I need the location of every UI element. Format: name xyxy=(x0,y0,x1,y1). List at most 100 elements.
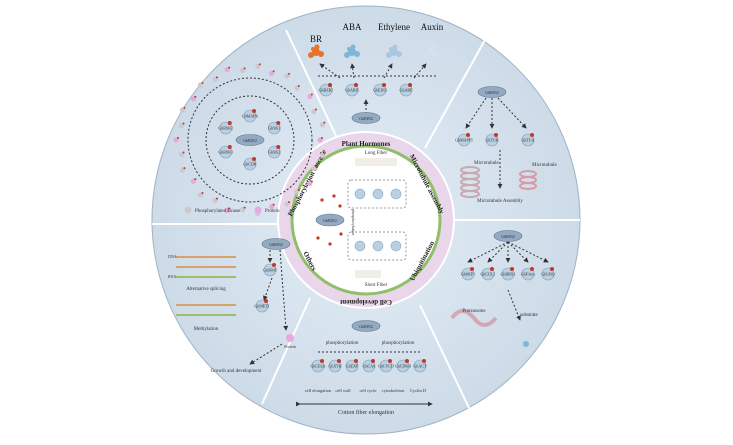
hormone-target-2-label: GhEIN3 xyxy=(373,88,387,93)
others-sector: GhBIN2 DNA RNA Alternative splicing Meth… xyxy=(168,238,296,374)
phospho-kinase-4: GhBSK1 xyxy=(218,145,233,159)
phospho-ring-site xyxy=(272,203,275,206)
sector-dividers xyxy=(152,29,580,411)
ubq-target-3-label: GhF-box xyxy=(521,272,535,277)
phospho-kinase-3-label: GhCDK xyxy=(243,162,256,167)
arc-label-top: Plant Hormones xyxy=(342,140,391,148)
phospho-kinase-2-label: GhSK2 xyxy=(268,150,280,155)
hormone-target-2: GhEIN3 xyxy=(373,83,387,97)
micro-target-0-label: GhMAP65 xyxy=(455,138,473,143)
ubq-target-2-label: GhRBX1 xyxy=(500,272,515,277)
phospho-ring-site xyxy=(310,180,313,183)
celldev-bin2-node xyxy=(351,320,381,332)
ubiquitination-bin2-node xyxy=(493,230,523,242)
legend-kinase-swatch xyxy=(184,206,192,214)
phospho-kinase-1-label: GhSK1 xyxy=(268,126,280,131)
phospho-ring-site xyxy=(288,201,290,204)
arc-label-bottom: Cell development xyxy=(339,298,392,306)
celldev-target-2: GhEXP xyxy=(345,359,359,373)
proteasome-label: Proteasome xyxy=(462,309,486,314)
phospho-ring-site xyxy=(323,121,326,124)
long-fiber-label: Long Fiber xyxy=(365,151,388,156)
hormone-target-0-label: GhBZR1 xyxy=(319,88,334,93)
others-target-1: GhMET1 xyxy=(254,299,270,313)
celldev-target-3: GhCAS xyxy=(363,359,375,373)
phospho-protein-label: GhBIN2 xyxy=(243,138,257,143)
phospho-ring-site xyxy=(183,167,186,170)
ubq-target-1-label: GhCUL1 xyxy=(481,272,496,277)
growth-label: Growth and development xyxy=(211,369,262,374)
phospho-ring-site xyxy=(314,165,317,168)
hormone-label-auxin: Auxin xyxy=(421,22,444,32)
phospho-ring-site xyxy=(321,137,323,139)
microtubule-assembly-label: Microtubule Assembly xyxy=(477,199,523,204)
phospho-ring-site xyxy=(201,82,204,85)
substrate-label: substrate xyxy=(520,313,539,318)
celldev-phospho-left: phosphorylation xyxy=(326,341,359,346)
hormone-target-3-label: GhARF xyxy=(400,88,413,93)
others-target-0: GhSR45 xyxy=(263,263,277,277)
phospho-ring-site xyxy=(323,152,326,155)
hormone-blob-aba xyxy=(344,44,360,58)
hormone-label-br: BR xyxy=(310,34,322,44)
micro-target-1: GhTUB xyxy=(486,133,499,147)
microtubule-bin2-node xyxy=(477,86,507,98)
others-target-0-label: GhSR45 xyxy=(263,268,277,273)
phospho-ring-site xyxy=(310,93,313,96)
hormone-blob-auxin xyxy=(424,44,440,58)
others-target-1-label: GhMET1 xyxy=(254,304,269,309)
celldev-process-2: cell cycle xyxy=(359,388,376,393)
phospho-ring-site xyxy=(314,108,317,111)
microtubule-label-left: Microtubule xyxy=(474,161,499,166)
phospho-ring-site xyxy=(183,106,186,109)
others-protein-node xyxy=(286,334,294,342)
long-fiber-bar xyxy=(355,158,397,166)
micro-target-1-label: GhTUB xyxy=(486,138,499,143)
phospho-bin2-node xyxy=(235,134,265,146)
celldev-target-2-label: GhEXP xyxy=(346,364,359,369)
phospho-kinase-1: GhSK1 xyxy=(267,121,281,135)
legend-kinase-label: Phosphorylated kinase xyxy=(195,209,241,214)
phospho-ring-site xyxy=(194,95,197,98)
ubiquitination-protein-label: GhBIN2 xyxy=(501,234,515,239)
phospho-ring-site xyxy=(182,151,185,154)
phospho-ring-site xyxy=(288,72,290,75)
ubq-target-1: GhCUL1 xyxy=(481,267,496,281)
hormone-blob-br xyxy=(308,44,324,58)
phospho-ring-site xyxy=(177,137,179,139)
phospho-ring-site xyxy=(216,197,218,200)
microtubule-protein-label: GhBIN2 xyxy=(485,90,499,95)
hormone-label-ethylene: Ethylene xyxy=(378,22,410,32)
phospho-ring-site xyxy=(243,206,246,209)
ubq-target-3: GhF-box xyxy=(521,267,535,281)
celldev-target-5: GhCDKB xyxy=(395,359,411,373)
ubq-target-0: GhSKP1 xyxy=(461,267,475,281)
phospho-ring-site xyxy=(297,84,300,87)
short-fiber-bar xyxy=(355,270,381,278)
short-fiber-label: Short Fiber xyxy=(365,283,388,288)
celldev-target-0-label: GhCESA xyxy=(310,364,325,369)
center-protein-label: GhBIN2 xyxy=(323,218,337,223)
phospho-ring-site xyxy=(228,207,231,210)
others-protein-label: GhBIN2 xyxy=(269,242,283,247)
methylation-label: Methylation xyxy=(194,327,219,332)
proteasome-shape xyxy=(450,309,498,327)
hormone-target-1-label: GhABI5 xyxy=(345,88,359,93)
phospho-kinase-3: GhCDK xyxy=(243,157,257,171)
center-panel: Long Fiber Short Fiber GhBIN2 phosphoryl… xyxy=(315,151,407,288)
phospho-ring-site xyxy=(182,122,185,125)
methylation-strands xyxy=(176,304,236,316)
legend-protein-swatch xyxy=(254,206,262,214)
phospho-kinase-0: GhMAPK xyxy=(242,109,258,123)
phospho-ring-site xyxy=(194,178,197,181)
center-phospho-label: phosphorylation xyxy=(351,209,356,235)
celldev-target-6-label: GhACT xyxy=(414,364,427,369)
celldev-process-4: Cyclin D xyxy=(410,388,427,393)
dna-label-1: DNA xyxy=(168,254,177,259)
phospho-ring-site xyxy=(201,191,204,194)
phospho-kinase-5-label: GhBSK2 xyxy=(218,126,233,131)
